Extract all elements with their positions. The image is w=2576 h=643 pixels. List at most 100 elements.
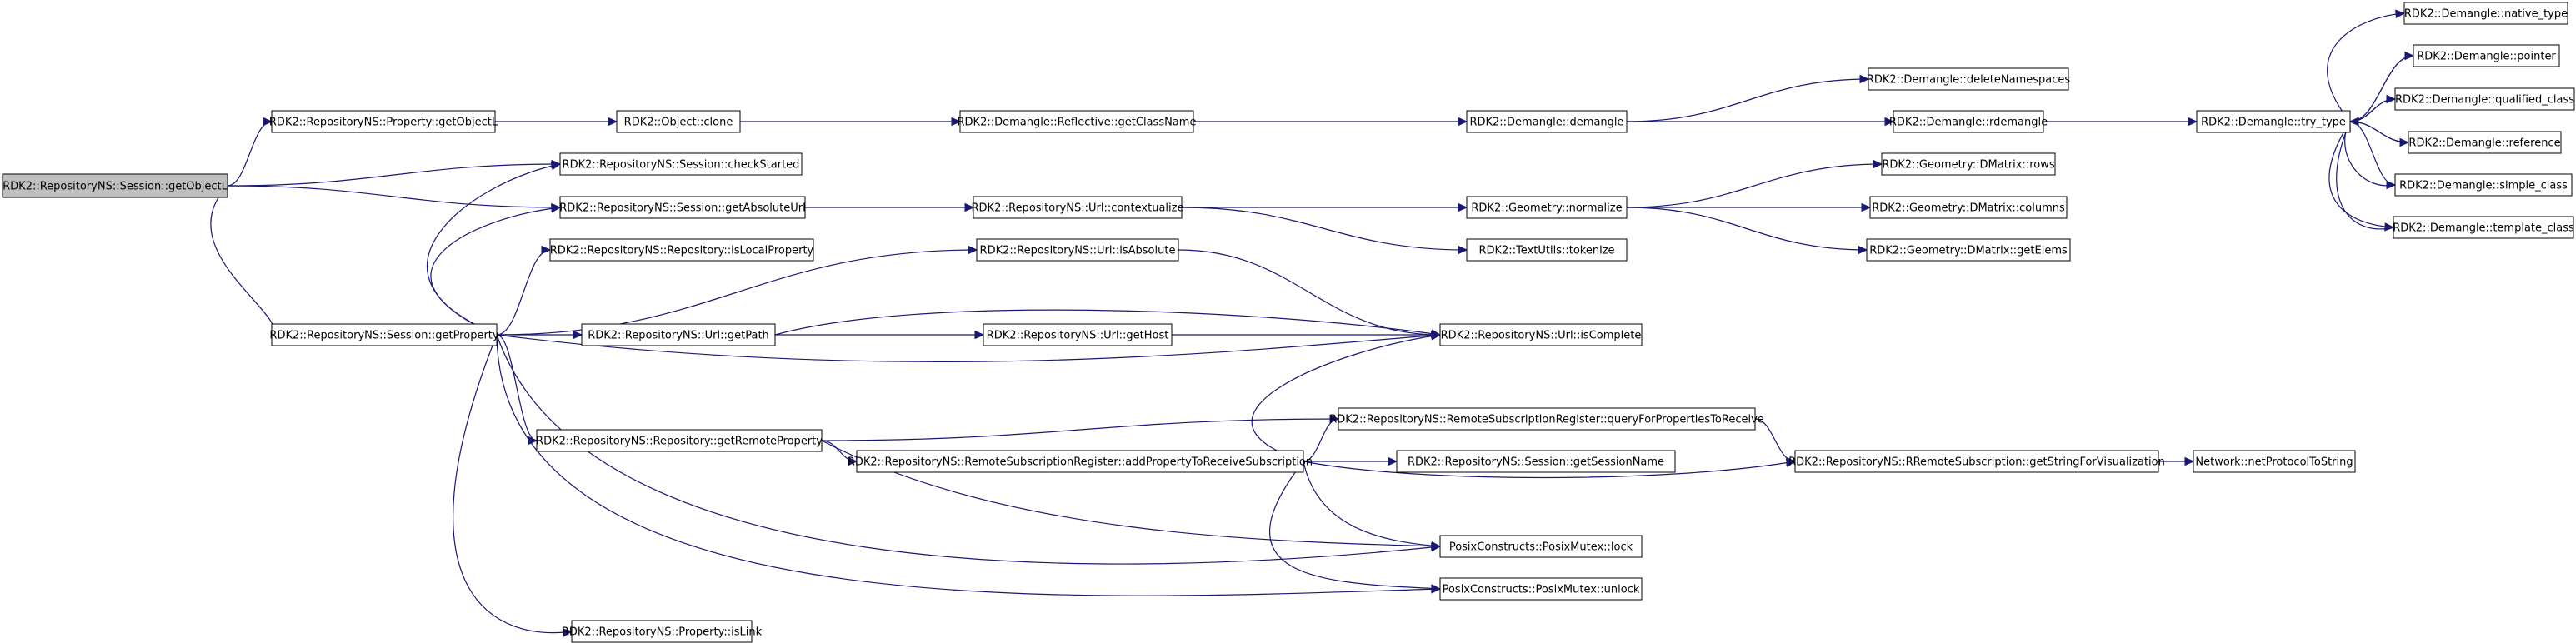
node-rdk2-repositoryns-session-getsessionname[interactable]: RDK2::RepositoryNS::Session::getSessionN… [1396, 450, 1676, 473]
node-box [2408, 131, 2562, 154]
node-rdk2-demangle-pointer[interactable]: RDK2::Demangle::pointer [2413, 44, 2560, 67]
edge-n0-to-n15 [227, 185, 561, 208]
node-label: PosixConstructs::PosixMutex::lock [1449, 541, 1633, 554]
node-rdk2-demangle-rdemangle[interactable]: RDK2::Demangle::rdemangle [1889, 110, 2048, 133]
edge-arrowhead [2184, 456, 2195, 466]
node-box [2403, 2, 2568, 25]
edge-n23-to-n27 [1178, 249, 1441, 336]
node-rdk2-repositoryns-url-isabsolute[interactable]: RDK2::RepositoryNS::Url::isAbsolute [976, 238, 1179, 262]
node-rdk2-repositoryns-session-getobjectl[interactable]: RDK2::RepositoryNS::Session::getObjectL [2, 173, 228, 198]
node-rdk2-repositoryns-url-contextualize[interactable]: RDK2::RepositoryNS::Url::contextualize [972, 196, 1184, 219]
node-box [973, 196, 1183, 219]
node-label: RDK2::Demangle::demangle [1469, 117, 1623, 129]
node-box [1338, 407, 1756, 431]
node-rdk2-repositoryns-session-checkstarted[interactable]: RDK2::RepositoryNS::Session::checkStarte… [559, 152, 803, 176]
node-rdk2-geometry-normalize[interactable]: RDK2::Geometry::normalize [1466, 196, 1628, 219]
node-label: RDK2::RepositoryNS::Session::getProperty [269, 330, 498, 342]
edge-n30-to-n34 [1303, 461, 1441, 547]
node-label: RDK2::Object::clone [624, 117, 733, 129]
node-box [2193, 450, 2356, 473]
node-label: RDK2::Demangle::qualified_class [2395, 94, 2574, 107]
node-label: RDK2::RepositoryNS::RemoteSubscriptionRe… [1329, 414, 1764, 426]
node-label: RDK2::RepositoryNS::Property::isLink [562, 626, 763, 639]
edge-arrowhead [964, 202, 975, 212]
node-rdk2-demangle-demangle[interactable]: RDK2::Demangle::demangle [1466, 110, 1628, 133]
node-label: RDK2::RepositoryNS::Repository::isLocalP… [550, 245, 814, 257]
node-rdk2-demangle-reflective-getclassname[interactable]: RDK2::Demangle::Reflective::getClassName [958, 110, 1197, 133]
node-box [1866, 238, 2071, 262]
node-label: RDK2::RepositoryNS::Session::getSessionN… [1408, 456, 1664, 469]
node-label: RDK2::Demangle::deleteNamespaces [1867, 74, 2071, 87]
node-rdk2-repositoryns-url-getpath[interactable]: RDK2::RepositoryNS::Url::getPath [581, 323, 776, 346]
edge-n30-to-n32 [1303, 461, 1796, 479]
edge-n0-to-n24 [210, 185, 275, 336]
edge-arrowhead [1858, 245, 1868, 255]
edge-n25-to-n27 [774, 309, 1441, 336]
node-rdk2-demangle-reference[interactable]: RDK2::Demangle::reference [2408, 131, 2562, 154]
node-rdk2-repositoryns-session-getproperty[interactable]: RDK2::RepositoryNS::Session::getProperty [269, 323, 499, 346]
edge-n24-to-n14 [427, 163, 561, 336]
edge-n9-to-n7 [2349, 55, 2414, 122]
node-rdk2-demangle-native-type[interactable]: RDK2::Demangle::native_type [2403, 2, 2568, 25]
node-box [549, 238, 814, 262]
edge-n24-to-n36 [453, 334, 573, 634]
node-box [2413, 44, 2560, 67]
node-rdk2-demangle-qualified-class[interactable]: RDK2::Demangle::qualified_class [2394, 87, 2575, 111]
edge-arrowhead [1431, 541, 1442, 551]
node-posixconstructs-posixmutex-unlock[interactable]: PosixConstructs::PosixMutex::unlock [1439, 577, 1643, 601]
edge-n24-to-n28 [496, 334, 538, 441]
node-rdk2-repositoryns-remotesubscriptionregister-addpropertytoreceivesubscription[interactable]: RDK2::RepositoryNS::RemoteSubscriptionRe… [848, 450, 1313, 473]
edge-arrowhead [1873, 159, 1883, 169]
edge-arrowhead [951, 117, 962, 127]
node-rdk2-object-clone[interactable]: RDK2::Object::clone [616, 110, 741, 133]
node-rdk2-repositoryns-url-iscomplete[interactable]: RDK2::RepositoryNS::Url::isComplete [1439, 323, 1643, 346]
edge-arrowhead [2386, 180, 2397, 190]
node-rdk2-repositoryns-property-getobjectl[interactable]: RDK2::RepositoryNS::Property::getObjectL [269, 110, 498, 133]
node-label: RDK2::RepositoryNS::Url::getHost [987, 330, 1169, 342]
node-box [1869, 196, 2068, 219]
edge-arrowhead [1859, 74, 1870, 84]
node-rdk2-repositoryns-remotesubscriptionregister-queryforpropertiestoreceive[interactable]: RDK2::RepositoryNS::RemoteSubscriptionRe… [1329, 407, 1764, 431]
node-rdk2-repositoryns-repository-getremoteproperty[interactable]: RDK2::RepositoryNS::Repository::getRemot… [536, 429, 823, 452]
edge-n24-to-n22 [496, 249, 551, 336]
edge-n0-to-n1 [227, 121, 273, 187]
node-rdk2-demangle-deletenamespaces[interactable]: RDK2::Demangle::deleteNamespaces [1867, 67, 2071, 91]
node-box [983, 323, 1173, 346]
node-rdk2-repositoryns-repository-islocalproperty[interactable]: RDK2::RepositoryNS::Repository::isLocalP… [549, 238, 814, 262]
edge-n24-to-n27 [496, 334, 1441, 363]
node-label: RDK2::Geometry::DMatrix::columns [1872, 202, 2065, 215]
node-label: Network::netProtocolToString [2195, 456, 2353, 469]
edge-arrowhead [1329, 414, 1340, 424]
edge-arrowhead [1431, 584, 1442, 593]
node-rdk2-geometry-dmatrix-getelems[interactable]: RDK2::Geometry::DMatrix::getElems [1866, 238, 2071, 262]
node-rdk2-repositoryns-rremotesubscription-getstringforvisualization[interactable]: RDK2::RepositoryNS::RRemoteSubscription:… [1788, 450, 2165, 473]
node-box [1893, 110, 2044, 133]
node-rdk2-geometry-dmatrix-columns[interactable]: RDK2::Geometry::DMatrix::columns [1869, 196, 2068, 219]
node-rdk2-geometry-dmatrix-rows[interactable]: RDK2::Geometry::DMatrix::rows [1881, 152, 2056, 176]
edge-n16-to-n21 [1181, 207, 1468, 251]
edges-layer [210, 9, 2415, 637]
edge-arrowhead [608, 117, 618, 127]
node-rdk2-textutils-tokenize[interactable]: RDK2::TextUtils::tokenize [1466, 238, 1628, 262]
edge-n12-to-n7 [2344, 121, 2396, 187]
node-rdk2-repositoryns-session-getabsoluteurl[interactable]: RDK2::RepositoryNS::Session::getAbsolute… [559, 196, 806, 219]
node-label: RDK2::RepositoryNS::Url::getPath [588, 330, 769, 342]
node-label: RDK2::TextUtils::tokenize [1478, 245, 1614, 257]
node-rdk2-demangle-try-type[interactable]: RDK2::Demangle::try_type [2196, 110, 2351, 133]
edge-n24-to-n35 [496, 334, 1441, 596]
node-box [559, 196, 806, 219]
node-label: RDK2::RepositoryNS::Repository::getRemot… [536, 436, 823, 448]
edge-arrowhead [263, 117, 273, 127]
node-posixconstructs-posixmutex-lock[interactable]: PosixConstructs::PosixMutex::lock [1439, 535, 1643, 558]
node-rdk2-demangle-simple-class[interactable]: RDK2::Demangle::simple_class [2394, 173, 2573, 197]
edge-n7-to-n13 [2328, 121, 2394, 228]
node-network-netprotocoltostring[interactable]: Network::netProtocolToString [2193, 450, 2356, 473]
node-rdk2-repositoryns-url-gethost[interactable]: RDK2::RepositoryNS::Url::getHost [983, 323, 1173, 346]
node-label: RDK2::Geometry::DMatrix::rows [1882, 159, 2055, 172]
node-label: RDK2::Demangle::native_type [2404, 8, 2568, 21]
node-rdk2-repositoryns-property-islink[interactable]: RDK2::RepositoryNS::Property::isLink [562, 620, 763, 643]
node-box [536, 429, 823, 452]
node-rdk2-demangle-template-class[interactable]: RDK2::Demangle::template_class [2393, 216, 2574, 239]
node-label: RDK2::RepositoryNS::RemoteSubscriptionRe… [848, 456, 1313, 469]
edge-n30-to-n27 [1251, 334, 1441, 462]
